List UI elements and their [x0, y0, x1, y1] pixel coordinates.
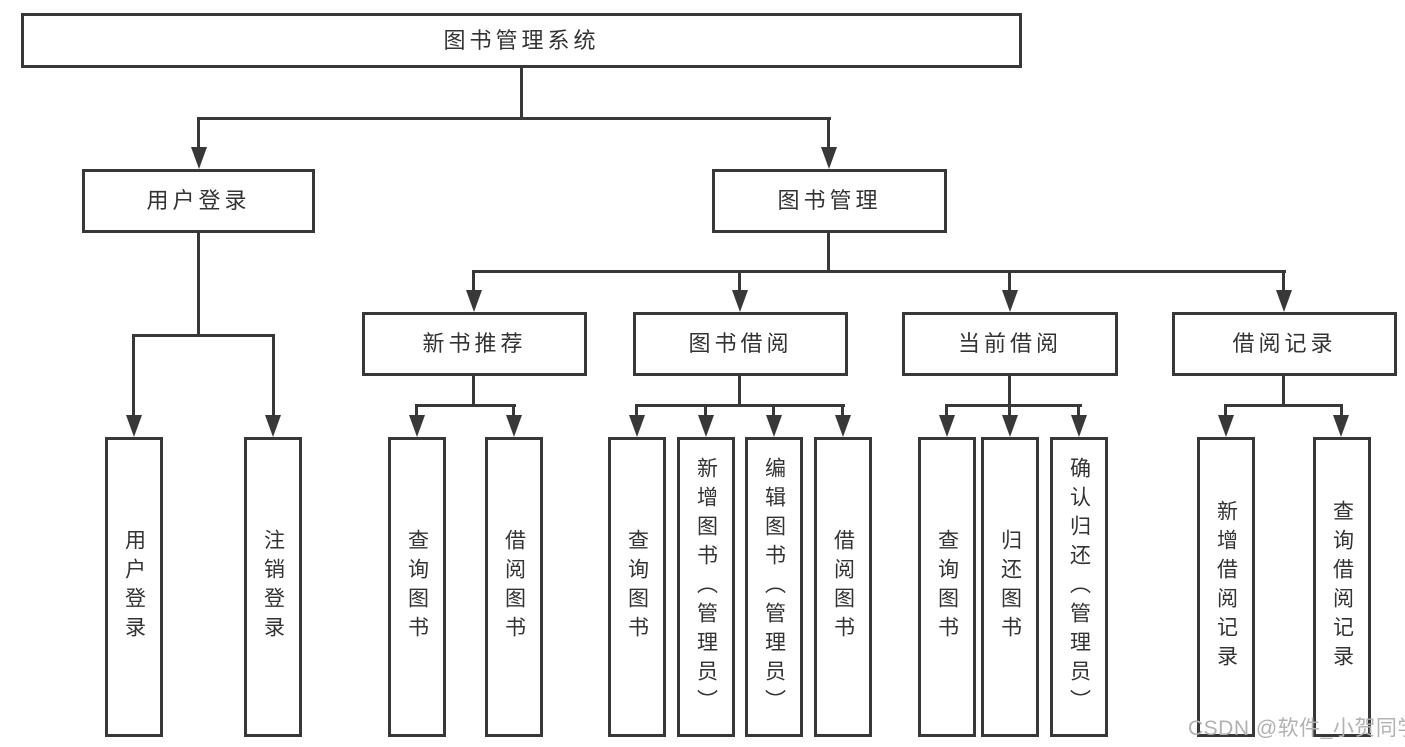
leaf-query-borrow-record: 查询借阅记录	[1313, 437, 1371, 737]
node-root-label: 图书管理系统	[443, 27, 600, 53]
arrowhead-down-icon	[698, 415, 714, 437]
leaf-user-login: 用户登录	[105, 437, 163, 737]
arrowhead-down-icon	[1276, 290, 1292, 312]
csdn-watermark: CSDN @软件_小贺同学	[1188, 717, 1405, 740]
arrowhead-down-icon	[466, 290, 482, 312]
arrowhead-down-icon	[629, 415, 645, 437]
node-borrow-records-label: 借阅记录	[1232, 331, 1337, 356]
node-user-login: 用户登录	[82, 169, 315, 233]
connector-vline	[472, 376, 475, 407]
arrowhead-down-icon	[1002, 290, 1018, 312]
connector-hline	[635, 404, 845, 407]
arrowhead-down-icon	[835, 415, 851, 437]
leaf-add-borrow-record: 新增借阅记录	[1197, 437, 1255, 737]
leaf-query-books-current: 查询图书	[918, 437, 976, 737]
connector-vline	[1224, 404, 1227, 418]
connector-vline	[704, 404, 707, 418]
connector-vline	[197, 117, 200, 150]
leaf-borrow-books-label: 借阅图书	[831, 529, 855, 645]
leaf-query-books-recommend-label: 查询图书	[405, 529, 429, 645]
node-current-borrow: 当前借阅	[902, 312, 1118, 376]
connector-vline	[635, 404, 638, 418]
connector-vline	[132, 334, 135, 418]
connector-vline	[945, 404, 948, 418]
connector-vline	[841, 404, 844, 418]
leaf-borrow-books: 借阅图书	[814, 437, 872, 737]
leaf-user-login-label: 用户登录	[122, 529, 146, 645]
arrowhead-down-icon	[126, 415, 142, 437]
node-root: 图书管理系统	[21, 13, 1022, 68]
connector-vline	[827, 117, 830, 150]
connector-vline	[1008, 404, 1011, 418]
arrowhead-down-icon	[191, 147, 207, 169]
leaf-edit-books-admin-label: 编辑图书（管理员）	[762, 456, 786, 718]
leaf-borrow-books-recommend-label: 借阅图书	[502, 529, 526, 645]
connector-hline	[945, 404, 1082, 407]
connector-hline	[415, 404, 516, 407]
connector-vline	[512, 404, 515, 418]
connector-vline	[197, 233, 200, 336]
node-user-login-label: 用户登录	[146, 188, 251, 213]
leaf-logout-label: 注销登录	[261, 529, 285, 645]
leaf-add-borrow-record-label: 新增借阅记录	[1214, 500, 1238, 674]
connector-vline	[1282, 376, 1285, 407]
connector-vline	[415, 404, 418, 418]
connector-vline	[738, 270, 741, 294]
leaf-logout: 注销登录	[244, 437, 302, 737]
leaf-query-books-recommend: 查询图书	[388, 437, 446, 737]
leaf-add-books-admin: 新增图书（管理员）	[677, 437, 735, 737]
leaf-confirm-return-admin-label: 确认归还（管理员）	[1067, 456, 1091, 718]
leaf-edit-books-admin: 编辑图书（管理员）	[745, 437, 803, 737]
node-new-book-recommend: 新书推荐	[362, 312, 587, 376]
connector-hline	[132, 334, 275, 337]
leaf-confirm-return-admin: 确认归还（管理员）	[1050, 437, 1108, 737]
leaf-borrow-books-recommend: 借阅图书	[485, 437, 543, 737]
arrowhead-down-icon	[821, 147, 837, 169]
arrowhead-down-icon	[265, 415, 281, 437]
arrowhead-down-icon	[409, 415, 425, 437]
node-book-borrow-label: 图书借阅	[688, 331, 793, 356]
connector-vline	[772, 404, 775, 418]
connector-vline	[738, 376, 741, 407]
connector-vline	[520, 66, 523, 120]
node-borrow-records: 借阅记录	[1172, 312, 1397, 376]
node-current-borrow-label: 当前借阅	[957, 331, 1062, 356]
connector-vline	[472, 270, 475, 294]
connector-vline	[827, 233, 830, 273]
arrowhead-down-icon	[506, 415, 522, 437]
connector-vline	[1008, 376, 1011, 407]
arrowhead-down-icon	[1218, 415, 1234, 437]
node-new-book-recommend-label: 新书推荐	[422, 331, 527, 356]
arrowhead-down-icon	[1002, 415, 1018, 437]
connector-vline	[1008, 270, 1011, 294]
arrowhead-down-icon	[1071, 415, 1087, 437]
node-book-borrow: 图书借阅	[633, 312, 848, 376]
leaf-return-books-label: 归还图书	[998, 529, 1022, 645]
leaf-query-borrow-record-label: 查询借阅记录	[1330, 500, 1354, 674]
leaf-return-books: 归还图书	[981, 437, 1039, 737]
connector-hline	[1224, 404, 1343, 407]
connector-vline	[272, 334, 275, 418]
arrowhead-down-icon	[1333, 415, 1349, 437]
arrowhead-down-icon	[939, 415, 955, 437]
leaf-query-books-current-label: 查询图书	[935, 529, 959, 645]
leaf-query-books-borrow-label: 查询图书	[625, 529, 649, 645]
node-book-management: 图书管理	[712, 169, 947, 233]
node-book-management-label: 图书管理	[777, 188, 882, 213]
connector-hline	[197, 117, 831, 120]
leaf-query-books-borrow: 查询图书	[608, 437, 666, 737]
leaf-add-books-admin-label: 新增图书（管理员）	[694, 456, 718, 718]
arrowhead-down-icon	[766, 415, 782, 437]
connector-vline	[1282, 270, 1285, 294]
connector-vline	[1340, 404, 1343, 418]
arrowhead-down-icon	[732, 290, 748, 312]
connector-hline	[472, 270, 1286, 273]
connector-vline	[1077, 404, 1080, 418]
